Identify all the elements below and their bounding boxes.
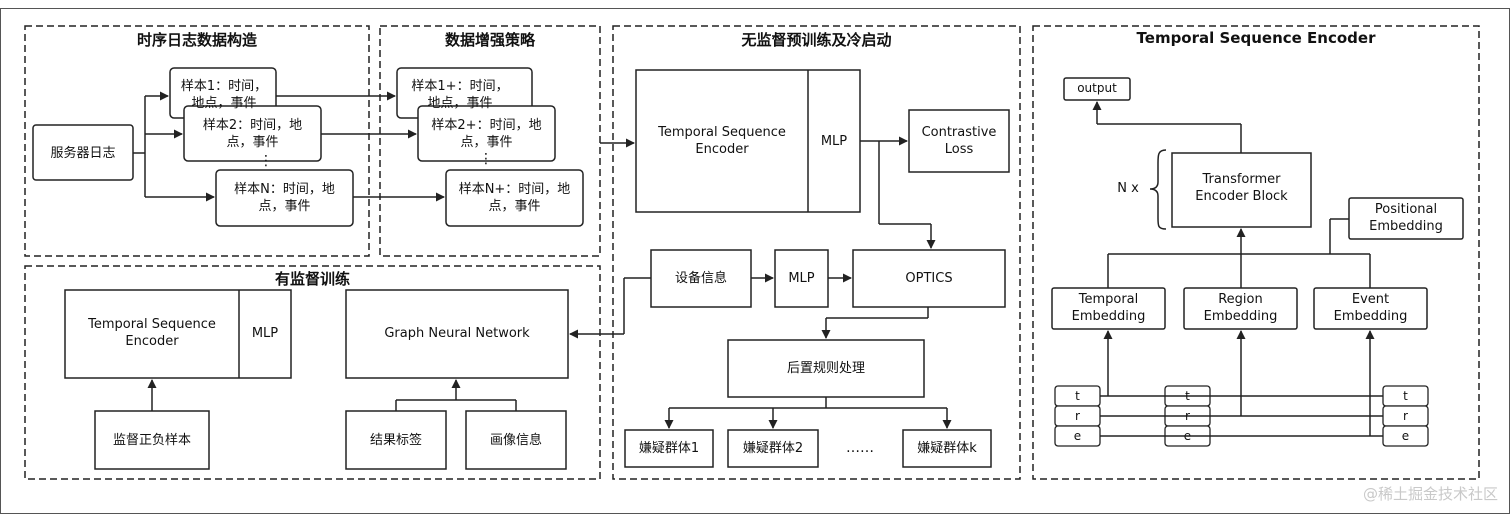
section-supervised xyxy=(24,265,601,480)
cluster1-label: 嫌疑群体1 xyxy=(638,441,700,456)
construct-dots: ⋮ xyxy=(259,153,273,169)
labels-box xyxy=(345,410,447,470)
sup-mlp-label: MLP xyxy=(251,326,279,341)
cluster1-box xyxy=(624,429,714,468)
device-info-box xyxy=(650,249,752,308)
mlp-label: MLP xyxy=(820,134,848,149)
cluster2-label: 嫌疑群体2 xyxy=(742,441,804,456)
mlp2-box xyxy=(774,249,829,308)
title-unsupervised: 无监督预训练及冷启动 xyxy=(741,31,892,49)
sup-encoder-label: Temporal Sequence Encoder xyxy=(88,317,216,349)
loss-box xyxy=(908,109,1010,173)
clusterk-box xyxy=(902,429,992,468)
output-box xyxy=(1063,77,1131,101)
title-supervised: 有监督训练 xyxy=(274,270,350,288)
positional-label: Positional Embedding xyxy=(1369,202,1443,234)
loss-label: Contrastive Loss xyxy=(921,125,997,157)
sample1p-label: 样本1+：时间，地点，事件 xyxy=(411,79,509,111)
token-e-2-label: e xyxy=(1183,429,1192,443)
gnn-label: Graph Neural Network xyxy=(384,326,530,341)
optics-box xyxy=(852,249,1006,308)
sup-encoder-box xyxy=(64,289,292,379)
profile-box xyxy=(465,410,567,470)
section-log-construct xyxy=(24,25,370,257)
region-label: Region Embedding xyxy=(1203,292,1278,324)
encoder-box xyxy=(635,69,861,213)
section-tse xyxy=(1032,25,1480,480)
section-augment xyxy=(379,25,601,257)
sampleNp-label: 样本N+：时间，地点，事件 xyxy=(458,182,571,214)
transformer-label: Transformer Encoder Block xyxy=(1195,172,1288,204)
mlp2-label: MLP xyxy=(788,271,815,286)
cluster2-box xyxy=(727,429,819,468)
samples-box xyxy=(94,410,210,470)
token-t-1-label: t xyxy=(1075,389,1080,403)
nx-label: N x xyxy=(1117,181,1139,196)
post-rules-label: 后置规则处理 xyxy=(786,361,865,376)
token-r-2-label: r xyxy=(1185,409,1190,423)
temporal-label: Temporal Embedding xyxy=(1071,292,1146,324)
clusterk-label: 嫌疑群体k xyxy=(917,441,977,456)
section-unsupervised xyxy=(612,25,1021,480)
sample2p-box xyxy=(417,105,556,162)
sampleNp-box xyxy=(445,169,584,227)
gnn-box xyxy=(345,289,569,379)
sample2p-label: 样本2+：时间，地点，事件 xyxy=(431,118,542,150)
augment-dots: ⋮ xyxy=(479,151,493,167)
profile-label: 画像信息 xyxy=(489,433,542,448)
token-e-1-label: e xyxy=(1073,429,1082,443)
sample1-label: 样本1：时间，地点，事件 xyxy=(180,79,268,111)
sampleN-label: 样本N：时间，地点，事件 xyxy=(234,182,335,214)
transformer-box xyxy=(1171,152,1312,228)
event-label: Event Embedding xyxy=(1333,292,1408,324)
labels-label: 结果标签 xyxy=(369,433,422,448)
token-t-3-label: t xyxy=(1403,389,1408,403)
server-log-label: 服务器日志 xyxy=(50,146,116,161)
title-augment: 数据增强策略 xyxy=(444,31,535,49)
samples-label: 监督正负样本 xyxy=(112,433,191,448)
title-tse: Temporal Sequence Encoder xyxy=(1136,29,1376,47)
cluster-dots: …… xyxy=(846,440,874,456)
encoder-label: Temporal Sequence Encoder xyxy=(658,125,786,157)
token-r-3-label: r xyxy=(1403,409,1408,423)
nx-brace xyxy=(1149,149,1167,230)
sample2-label: 样本2：时间，地点，事件 xyxy=(202,118,303,150)
token-r-1-label: r xyxy=(1075,409,1080,423)
post-rules-box xyxy=(727,339,925,398)
title-log-construct: 时序日志数据构造 xyxy=(136,31,257,49)
watermark: @稀土掘金技术社区 xyxy=(1362,485,1498,503)
output-label: output xyxy=(1077,81,1117,95)
token-e-3-label: e xyxy=(1401,429,1410,443)
optics-label: OPTICS xyxy=(905,271,953,286)
sampleN-box xyxy=(215,169,354,227)
device-info-label: 设备信息 xyxy=(674,271,727,286)
token-t-2-label: t xyxy=(1185,389,1190,403)
